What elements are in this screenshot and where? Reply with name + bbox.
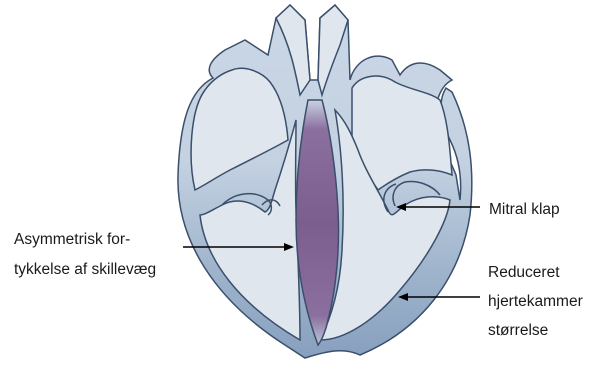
label-mitral-valve: Mitral klap [489, 202, 560, 218]
label-reduced-chamber-line2: hjertekammer [488, 294, 583, 310]
label-reduced-chamber-line3: størrelse [488, 323, 548, 339]
label-asymmetric-thickening-line1: Asymmetrisk for- [14, 232, 130, 248]
label-reduced-chamber-line1: Reduceret [488, 265, 560, 281]
label-asymmetric-thickening-line2: tykkelse af skillevæg [14, 262, 156, 278]
